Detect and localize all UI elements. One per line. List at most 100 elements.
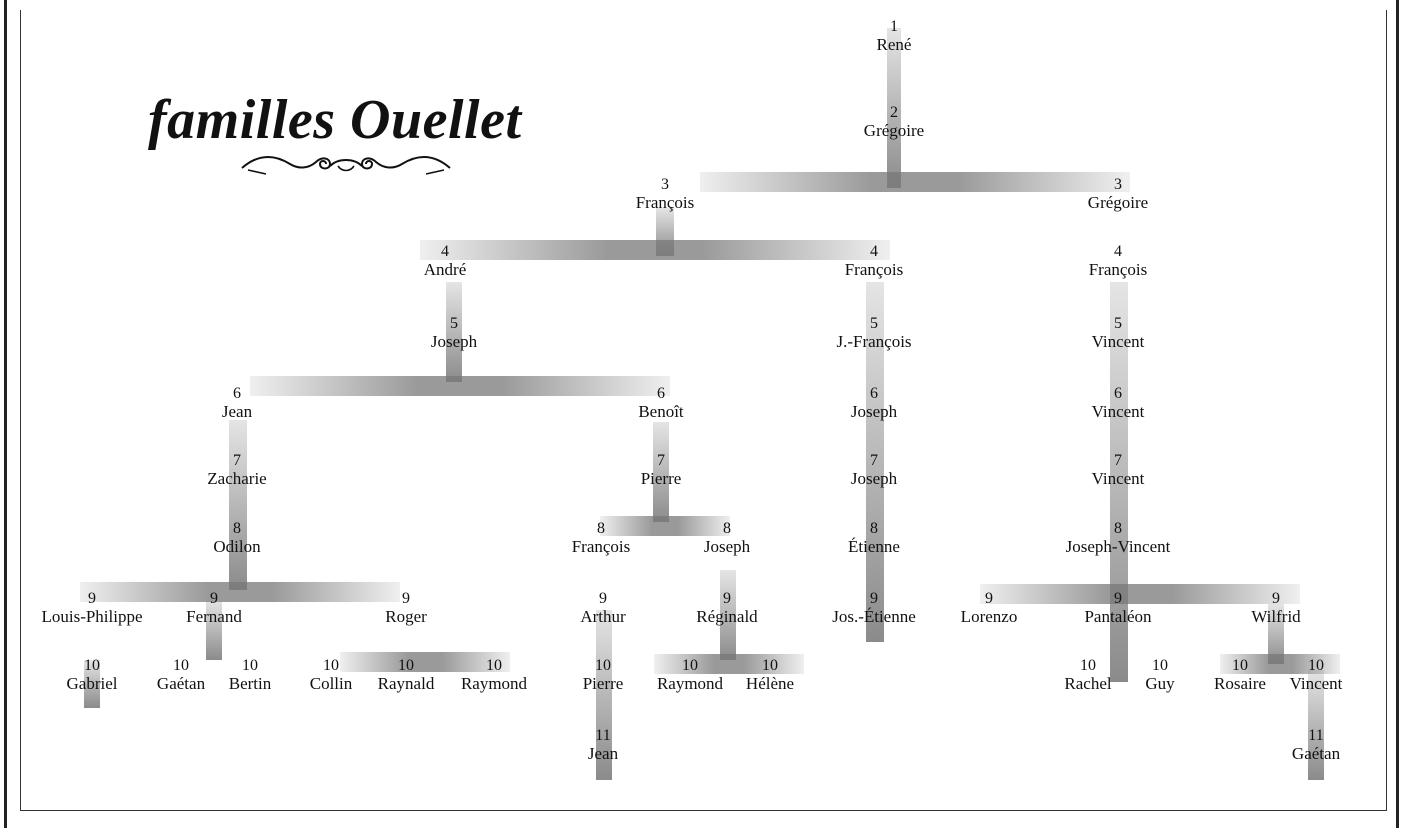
generation-number: 9 [186, 590, 242, 608]
person-name: Rosaire [1214, 675, 1266, 693]
generation-number: 7 [1092, 452, 1145, 470]
person-name: François [845, 261, 904, 279]
person-name: Bertin [229, 675, 272, 693]
person-node: 8Joseph [704, 520, 750, 556]
generation-number: 4 [845, 243, 904, 261]
person-name: Raynald [378, 675, 435, 693]
generation-number: 6 [222, 385, 252, 403]
generation-number: 10 [746, 657, 794, 675]
generation-number: 8 [1066, 520, 1171, 538]
generation-number: 3 [1088, 176, 1148, 194]
generation-number: 1 [877, 18, 912, 36]
generation-number: 11 [1292, 727, 1340, 745]
person-name: Grégoire [1088, 194, 1148, 212]
generation-number: 7 [641, 452, 682, 470]
generation-number: 10 [1290, 657, 1343, 675]
person-name: Réginald [696, 608, 757, 626]
connector-bar [250, 376, 670, 396]
person-name: Collin [310, 675, 353, 693]
generation-number: 10 [229, 657, 272, 675]
generation-number: 9 [1251, 590, 1300, 608]
generation-number: 4 [1089, 243, 1148, 261]
generation-number: 6 [1092, 385, 1145, 403]
generation-number: 10 [461, 657, 527, 675]
person-node: 8Odilon [213, 520, 260, 556]
person-name: Joseph [851, 403, 897, 421]
person-node: 10Guy [1145, 657, 1174, 693]
person-node: 9Arthur [580, 590, 625, 626]
generation-number: 10 [1064, 657, 1111, 675]
person-name: Arthur [580, 608, 625, 626]
person-node: 10Gabriel [67, 657, 118, 693]
person-name: Hélène [746, 675, 794, 693]
person-node: 1René [877, 18, 912, 54]
person-name: Louis-Philippe [41, 608, 142, 626]
generation-number: 8 [572, 520, 631, 538]
person-node: 10Hélène [746, 657, 794, 693]
person-name: René [877, 36, 912, 54]
person-name: Fernand [186, 608, 242, 626]
person-name: François [1089, 261, 1148, 279]
person-name: Pierre [583, 675, 624, 693]
generation-number: 6 [851, 385, 897, 403]
person-name: François [636, 194, 695, 212]
person-name: Joseph-Vincent [1066, 538, 1171, 556]
generation-number: 10 [378, 657, 435, 675]
person-name: Raymond [657, 675, 723, 693]
person-name: Vincent [1092, 470, 1145, 488]
connector-bar [420, 240, 890, 260]
generation-number: 10 [1145, 657, 1174, 675]
generation-number: 10 [67, 657, 118, 675]
person-name: Odilon [213, 538, 260, 556]
generation-number: 8 [213, 520, 260, 538]
person-name: Lorenzo [961, 608, 1018, 626]
person-node: 7Zacharie [207, 452, 266, 488]
person-name: Wilfrid [1251, 608, 1300, 626]
person-name: Vincent [1092, 333, 1145, 351]
generation-number: 5 [1092, 315, 1145, 333]
person-node: 9Louis-Philippe [41, 590, 142, 626]
generation-number: 9 [961, 590, 1018, 608]
generation-number: 7 [207, 452, 266, 470]
person-node: 5Vincent [1092, 315, 1145, 351]
person-name: Joseph [704, 538, 750, 556]
generation-number: 8 [848, 520, 900, 538]
person-node: 6Joseph [851, 385, 897, 421]
person-name: Pantaléon [1084, 608, 1151, 626]
person-name: Pierre [641, 470, 682, 488]
person-node: 9Wilfrid [1251, 590, 1300, 626]
person-node: 10Bertin [229, 657, 272, 693]
person-name: Gabriel [67, 675, 118, 693]
generation-number: 9 [580, 590, 625, 608]
person-node: 9Fernand [186, 590, 242, 626]
person-node: 7Vincent [1092, 452, 1145, 488]
generation-number: 6 [638, 385, 683, 403]
person-name: Vincent [1290, 675, 1343, 693]
person-name: Étienne [848, 538, 900, 556]
person-node: 7Joseph [851, 452, 897, 488]
person-name: Guy [1145, 675, 1174, 693]
person-name: Jean [222, 403, 252, 421]
generation-number: 10 [583, 657, 624, 675]
person-node: 2Grégoire [864, 104, 924, 140]
